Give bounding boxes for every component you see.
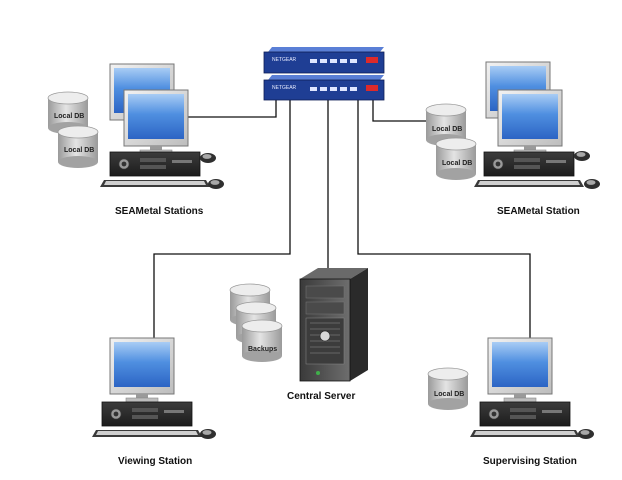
- network-links: [153, 95, 531, 342]
- seametal-station-label: SEAMetal Station: [497, 206, 580, 217]
- seametal-station-right: Local DB Local DB: [425, 61, 600, 189]
- mouse-icon: [200, 429, 216, 439]
- monitor-icon: [497, 89, 563, 155]
- link-left-seametal: [184, 95, 277, 118]
- database-icon: Local DB: [435, 137, 477, 181]
- desktop-computer-icon: [473, 151, 585, 188]
- database-icon: Local DB: [57, 125, 99, 169]
- link-supervising: [357, 100, 531, 340]
- viewing-station-label: Viewing Station: [118, 456, 193, 467]
- desktop-computer-icon: [469, 401, 581, 438]
- desktop-computer-icon: [99, 151, 211, 188]
- backup-storage-icon: Backups: [229, 283, 283, 363]
- desktop-computer-icon: [91, 401, 203, 438]
- central-server-label: Central Server: [287, 391, 356, 402]
- database-icon: Local DB: [427, 367, 469, 411]
- network-switch: NETGEAR NETGEAR: [263, 47, 385, 101]
- mouse-icon: [208, 179, 224, 189]
- db-label: Local DB: [54, 113, 84, 120]
- seametal-stations-label: SEAMetal Stations: [115, 206, 204, 217]
- supervising-station: Local DB: [427, 337, 594, 439]
- backup-label: Backups: [248, 346, 277, 353]
- db-label: Local DB: [64, 147, 94, 154]
- server-tower-icon: [299, 268, 368, 382]
- db-label: Local DB: [434, 391, 464, 398]
- switch-brand-label: NETGEAR: [272, 57, 297, 63]
- mouse-icon: [200, 153, 216, 163]
- switch-brand-label: NETGEAR: [272, 85, 297, 91]
- switch-unit-top: NETGEAR: [263, 47, 385, 74]
- mouse-icon: [584, 179, 600, 189]
- monitor-icon: [123, 89, 189, 155]
- seametal-stations-left: Local DB Local DB: [47, 63, 224, 189]
- monitor-icon: [109, 337, 175, 403]
- database-icon: Local DB: [47, 91, 89, 135]
- mouse-icon: [578, 429, 594, 439]
- viewing-station: [91, 337, 216, 439]
- link-viewing: [153, 100, 291, 342]
- db-label: Local DB: [442, 160, 472, 167]
- central-server: Backups: [229, 268, 368, 382]
- db-label: Local DB: [432, 126, 462, 133]
- monitor-icon: [487, 337, 553, 403]
- database-icon: Local DB: [425, 103, 467, 147]
- supervising-station-label: Supervising Station: [483, 456, 577, 467]
- mouse-icon: [574, 151, 590, 161]
- switch-unit-bottom: NETGEAR: [263, 75, 385, 101]
